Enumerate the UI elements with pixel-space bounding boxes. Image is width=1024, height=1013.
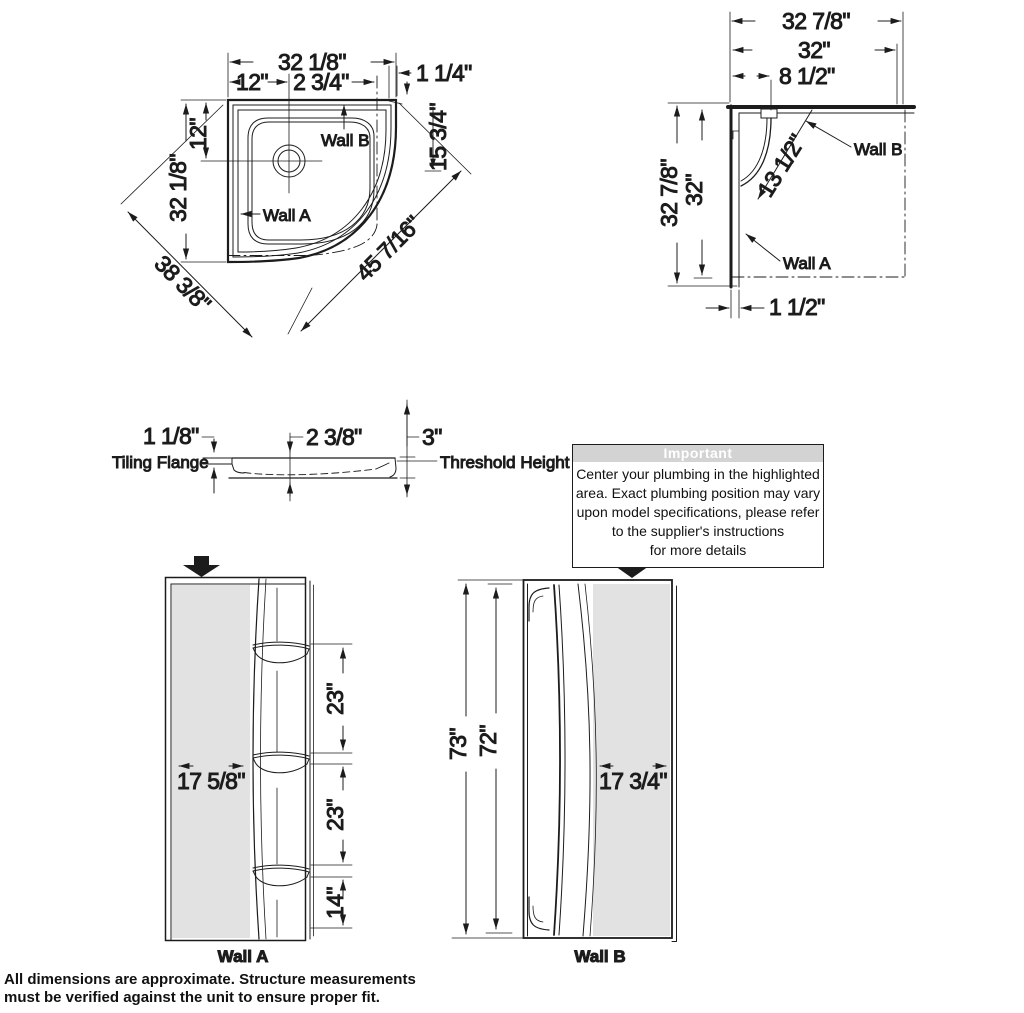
footnote-line-2: must be verified against the unit to ens… (4, 988, 380, 1006)
wall-a-view: 17 5/8" 23" 23" 14" Wall A (164, 556, 353, 967)
threshold-height-label: Threshold Height (440, 453, 570, 472)
important-line: for more details (649, 542, 747, 558)
corner-unit-arc (740, 117, 772, 187)
dim-wall-b-h-outer: 73" (445, 728, 471, 760)
important-line: to the supplier's instructions (611, 523, 785, 539)
dim-corner-height-inner: 32" (681, 174, 707, 206)
profile-view: 1 1/8" Tiling Flange 2 3/8" 3" Threshold… (112, 399, 570, 502)
base-outline (226, 98, 398, 264)
dim-corner-plumb: 8 1/2" (779, 63, 835, 89)
dim-profile-flange: 1 1/8" (143, 423, 199, 449)
important-note-box: Important Center your plumbing in the hi… (572, 444, 824, 568)
dim-plan-offset: 2 3/4" (293, 69, 349, 95)
plan-wall-b-label: Wall B (321, 131, 370, 150)
dim-plan-drain-x: 12" (236, 69, 268, 95)
dim-plan-flange: 1 1/4" (416, 60, 472, 86)
important-line: upon model specifications, please refer (576, 504, 820, 520)
dim-corner-flange: 1 1/2" (769, 294, 825, 320)
tiling-flange-label: Tiling Flange (112, 453, 209, 472)
dim-wall-a-s2: 23" (322, 799, 348, 831)
dim-corner-width-outer: 32 7/8" (782, 8, 850, 34)
dim-corner-height-outer: 32 7/8" (656, 159, 682, 227)
wall-a-plumbing-highlight (172, 585, 250, 938)
dim-plan-diag-front: 45 7/16" (351, 211, 426, 286)
footnote-line-1: All dimensions are approximate. Structur… (4, 971, 416, 988)
dim-wall-a-width: 17 5/8" (177, 768, 245, 794)
corner-wall-a-label: Wall A (783, 254, 831, 273)
corner-view: 32 7/8" 32" 8 1/2" 13 1/2" 32 7/8" 32" 1… (656, 8, 916, 321)
dim-plan-drain-y: 12" (185, 118, 211, 150)
down-arrow-wall-a (183, 556, 220, 577)
wall-b-caption: Wall B (574, 947, 625, 966)
plan-wall-a-label: Wall A (263, 206, 311, 225)
dim-profile-threshold: 3" (422, 424, 442, 450)
dim-wall-a-s1: 23" (322, 683, 348, 715)
wall-b-plumbing-highlight (593, 584, 670, 936)
dim-plan-side: 15 3/4" (425, 103, 451, 171)
important-line: area. Exact plumbing position may vary (575, 485, 821, 501)
plan-view: 32 1/8" 12" 2 3/4" 1 1/4" 15 3/4" 12" 32… (120, 49, 473, 338)
wall-a-caption: Wall A (218, 947, 269, 966)
dim-profile-basin: 2 3/8" (306, 424, 362, 450)
footnote: All dimensions are approximate. Structur… (4, 971, 416, 1006)
corner-wall-b-label: Wall B (854, 140, 903, 159)
dim-plan-height: 32 1/8" (165, 154, 191, 222)
wall-b-view: 73" 72" 17 3/4" Wall B (445, 559, 677, 967)
shelf-1 (252, 641, 310, 664)
dim-wall-b-h-inner: 72" (475, 725, 501, 757)
important-note-body: Center your plumbing in the highlighted … (573, 462, 823, 567)
important-line: Center your plumbing in the highlighted (576, 466, 820, 482)
dim-corner-width-inner: 32" (798, 37, 830, 63)
dim-wall-b-width: 17 3/4" (599, 768, 667, 794)
important-note-title: Important (573, 445, 823, 462)
shelf-3 (252, 864, 310, 887)
drain (200, 73, 323, 194)
down-arrow-wall-b (615, 559, 649, 578)
shelf-2 (252, 751, 310, 774)
dim-plan-diag-back: 38 3/8" (149, 250, 216, 317)
dim-plan-width: 32 1/8" (278, 49, 346, 75)
dim-wall-a-s3: 14" (322, 887, 348, 919)
